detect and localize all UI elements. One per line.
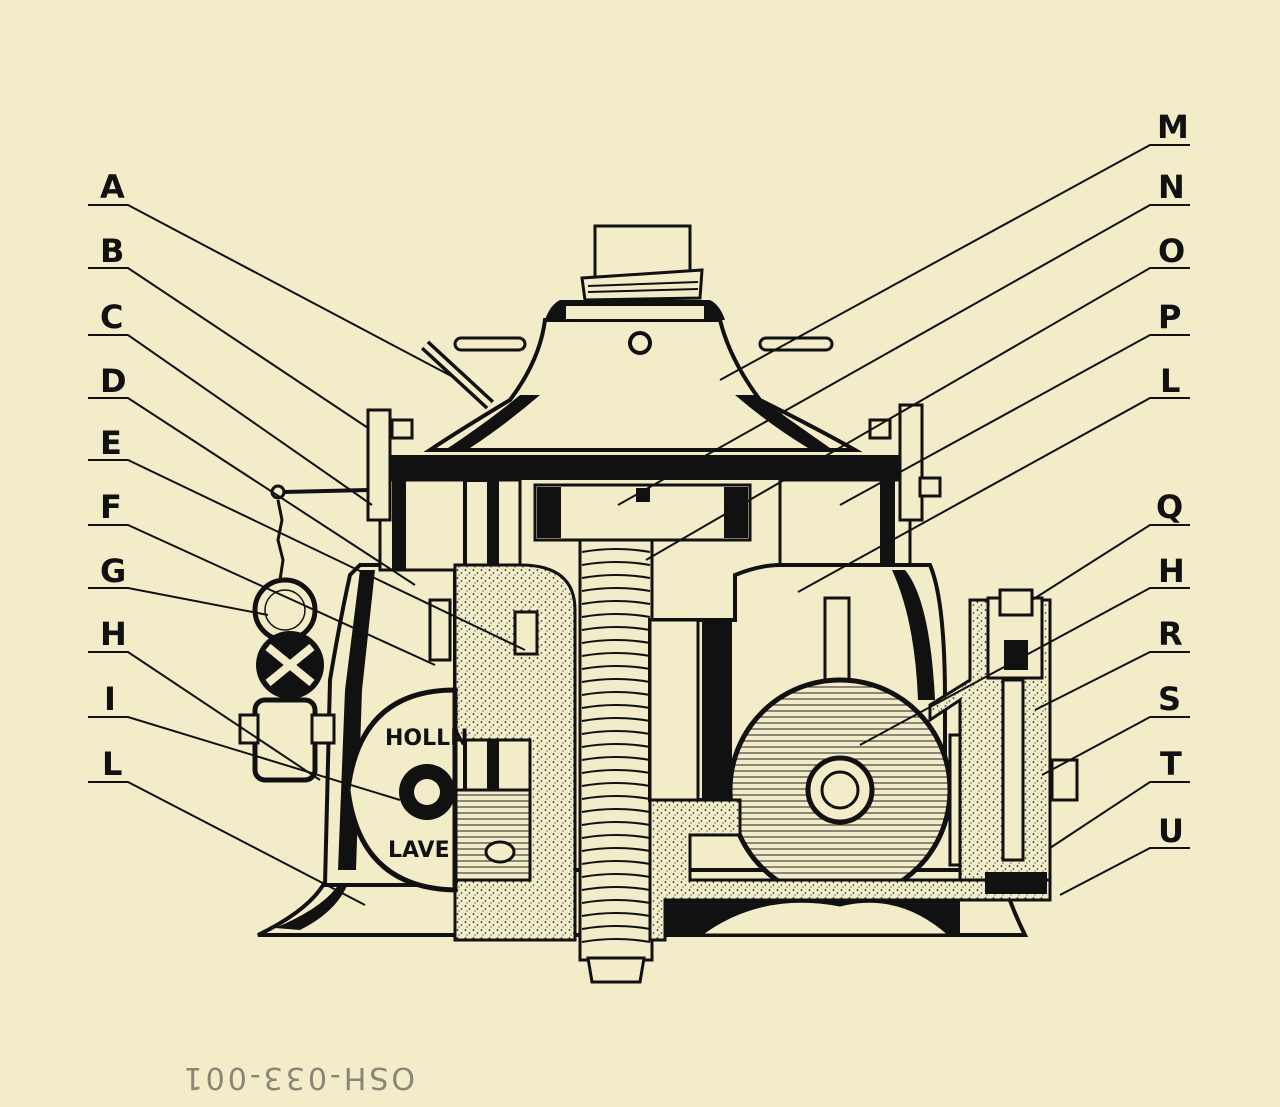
thread-line <box>581 704 651 709</box>
brand-plate: HOLLN LAVE <box>345 687 469 893</box>
gauge-and-valve <box>238 484 369 783</box>
label-i: I <box>104 680 116 718</box>
label-m: M <box>1157 108 1189 146</box>
thread-line <box>581 561 651 566</box>
label-n: N <box>1158 168 1185 206</box>
thread-line <box>581 795 651 800</box>
callout-labels: A B C D E F G H I L M N O P L Q H R S T … <box>100 108 1189 850</box>
thread-line <box>581 899 651 904</box>
thread-line <box>581 743 651 748</box>
label-c: C <box>100 298 123 336</box>
label-l-right: L <box>1160 362 1180 400</box>
valve-housing <box>928 588 1079 894</box>
label-u: U <box>1158 812 1184 850</box>
thread-line <box>581 886 651 891</box>
label-t: T <box>1160 745 1182 783</box>
plate-brand-bottom: LAVE <box>388 838 450 863</box>
side-clamps <box>366 403 942 522</box>
thread-line <box>581 600 651 605</box>
label-h-left: H <box>100 615 127 653</box>
label-o: O <box>1158 232 1185 270</box>
left-casting <box>453 563 577 942</box>
plate-brand-top: HOLLN <box>385 726 469 751</box>
thread-line <box>581 821 651 826</box>
dome-cap <box>420 300 863 452</box>
thread-line <box>581 808 651 813</box>
thread-line <box>581 717 651 722</box>
label-r: R <box>1158 615 1183 653</box>
label-p: P <box>1158 298 1181 336</box>
thread-line <box>581 860 651 865</box>
thread-line <box>581 912 651 917</box>
thread-line <box>581 574 651 579</box>
label-d: D <box>100 362 127 400</box>
thread-line <box>581 639 651 644</box>
thread-line <box>581 873 651 878</box>
thread-line <box>581 587 651 592</box>
thread-line <box>581 756 651 761</box>
thread-line <box>581 925 651 930</box>
thread-line <box>581 678 651 683</box>
catalog-stamp: OSH-033-001 <box>181 1060 415 1095</box>
screw-shaft <box>578 538 654 984</box>
thread-line <box>581 834 651 839</box>
thread-line <box>581 652 651 657</box>
thread-line <box>581 769 651 774</box>
thread-line <box>581 691 651 696</box>
gear-wheel <box>727 677 953 903</box>
label-h-right: H <box>1158 552 1185 590</box>
thread-line <box>581 665 651 670</box>
thread-line <box>581 730 651 735</box>
leader-lines <box>88 144 1190 906</box>
label-s: S <box>1158 680 1181 718</box>
label-e: E <box>100 424 122 462</box>
label-f: F <box>100 488 122 526</box>
thread-line <box>581 782 651 787</box>
label-a: A <box>100 168 125 206</box>
thread-line <box>581 847 651 852</box>
thread-line <box>581 626 651 631</box>
label-q: Q <box>1156 488 1183 526</box>
threaded-stem-top <box>580 224 704 302</box>
nut-block <box>533 483 752 542</box>
thread-line <box>581 938 651 943</box>
label-l-left: L <box>102 745 122 783</box>
label-g: G <box>100 552 126 590</box>
thread-line <box>581 613 651 618</box>
thread-line <box>581 548 651 553</box>
label-b: B <box>100 232 124 270</box>
